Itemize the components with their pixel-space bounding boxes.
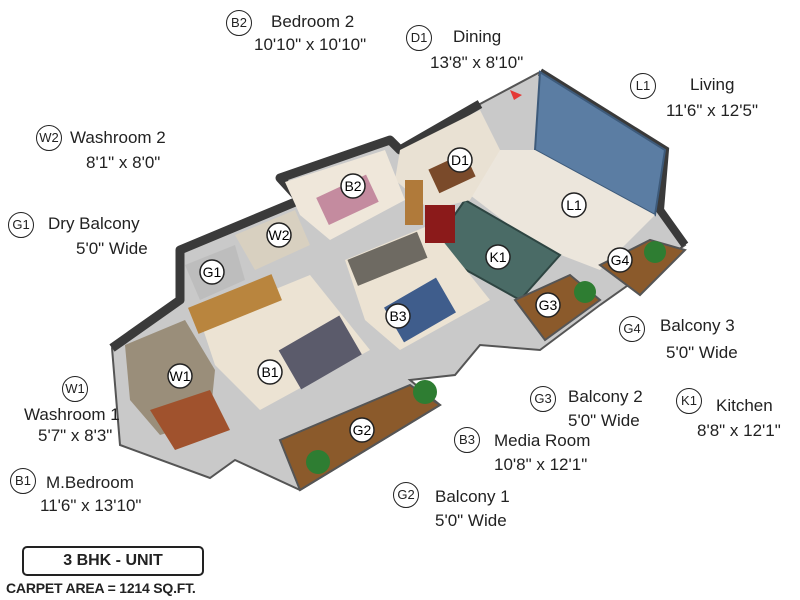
- legend-name-dry-balcony: Dry Balcony: [48, 214, 140, 233]
- legend-name-balcony2: Balcony 2: [568, 387, 643, 406]
- plant: [574, 281, 596, 303]
- mbedroom-bed: [278, 315, 362, 390]
- bedroom2-wardrobe: [405, 180, 423, 225]
- legend-badge-g2: G2: [393, 482, 419, 508]
- legend-name-washroom2: Washroom 2: [70, 128, 166, 147]
- svg-text:K1: K1: [489, 249, 506, 265]
- legend-name-mbedroom: M.Bedroom: [46, 473, 134, 492]
- legend-badge-b1: B1: [10, 468, 36, 494]
- legend-name-living: Living: [690, 75, 735, 94]
- plan-badge-w1: W1: [167, 363, 193, 389]
- plan-badge-g4: G4: [607, 247, 633, 273]
- legend-size-balcony2: 5'0" Wide: [568, 411, 640, 430]
- plan-badge-k1: K1: [485, 244, 511, 270]
- plan-badge-b2: B2: [340, 173, 366, 199]
- svg-text:G3: G3: [539, 297, 558, 313]
- legend-badge-g3: G3: [530, 386, 556, 412]
- legend-badge-d1: D1: [406, 25, 432, 51]
- svg-text:G4: G4: [611, 252, 630, 268]
- legend-size-media-room: 10'8" x 12'1": [494, 455, 588, 474]
- svg-text:G1: G1: [203, 264, 222, 280]
- svg-text:B2: B2: [344, 178, 361, 194]
- legend-badge-l1: L1: [630, 73, 656, 99]
- legend-name-dining: Dining: [453, 27, 502, 46]
- legend-size-dining: 13'8" x 8'10": [430, 53, 524, 72]
- refrigerator: [425, 205, 455, 243]
- svg-text:W2: W2: [269, 227, 290, 243]
- legend-size-balcony1: 5'0" Wide: [435, 511, 507, 530]
- legend-name-bedroom2: Bedroom 2: [271, 12, 355, 31]
- legend-badge-g4: G4: [619, 316, 645, 342]
- mediaroom-wardrobe: [347, 231, 428, 286]
- legend-name-media-room: Media Room: [494, 431, 591, 450]
- legend-size-kitchen: 8'8" x 12'1": [697, 421, 781, 440]
- unit-type-box: 3 BHK - UNIT: [22, 546, 204, 576]
- legend-badge-w1: W1: [62, 376, 88, 402]
- plan-badge-g3: G3: [535, 292, 561, 318]
- legend-badge-b2: B2: [226, 10, 252, 36]
- legend-name-washroom1: Washroom 1: [24, 405, 120, 424]
- legend-size-dry-balcony: 5'0" Wide: [76, 239, 148, 258]
- legend-badge-k1: K1: [676, 388, 702, 414]
- mbedroom-wardrobe: [188, 274, 282, 334]
- svg-text:B1: B1: [261, 364, 278, 380]
- plan-badge-g1: G1: [199, 259, 225, 285]
- plan-badge-w2: W2: [266, 222, 292, 248]
- plan-badge-d1: D1: [447, 147, 473, 173]
- legend-badge-b3: B3: [454, 427, 480, 453]
- svg-text:W1: W1: [170, 368, 191, 384]
- legend-badge-w2: W2: [36, 125, 62, 151]
- washroom1-tile: [150, 390, 230, 450]
- plant: [413, 380, 437, 404]
- plant: [306, 450, 330, 474]
- entry-arrow-icon: [510, 90, 522, 100]
- legend-size-living: 11'6" x 12'5": [666, 101, 758, 120]
- legend-name-balcony1: Balcony 1: [435, 487, 510, 506]
- svg-text:G2: G2: [353, 422, 372, 438]
- legend-size-bedroom2: 10'10" x 10'10": [254, 35, 367, 54]
- plan-badge-g2: G2: [349, 417, 375, 443]
- svg-text:L1: L1: [566, 197, 582, 213]
- svg-text:B3: B3: [389, 308, 406, 324]
- legend-badge-g1: G1: [8, 212, 34, 238]
- carpet-area: CARPET AREA = 1214 SQ.FT.: [6, 580, 196, 596]
- plan-badge-l1: L1: [561, 192, 587, 218]
- plan-badge-b3: B3: [385, 303, 411, 329]
- svg-text:D1: D1: [451, 152, 469, 168]
- legend-size-mbedroom: 11'6" x 13'10": [40, 496, 142, 515]
- plan-badge-b1: B1: [257, 359, 283, 385]
- legend-name-kitchen: Kitchen: [716, 396, 773, 415]
- legend-name-balcony3: Balcony 3: [660, 316, 735, 335]
- legend-size-washroom2: 8'1" x 8'0": [86, 153, 161, 172]
- legend-size-balcony3: 5'0" Wide: [666, 343, 738, 362]
- legend-size-washroom1: 5'7" x 8'3": [38, 426, 113, 445]
- plant: [644, 241, 666, 263]
